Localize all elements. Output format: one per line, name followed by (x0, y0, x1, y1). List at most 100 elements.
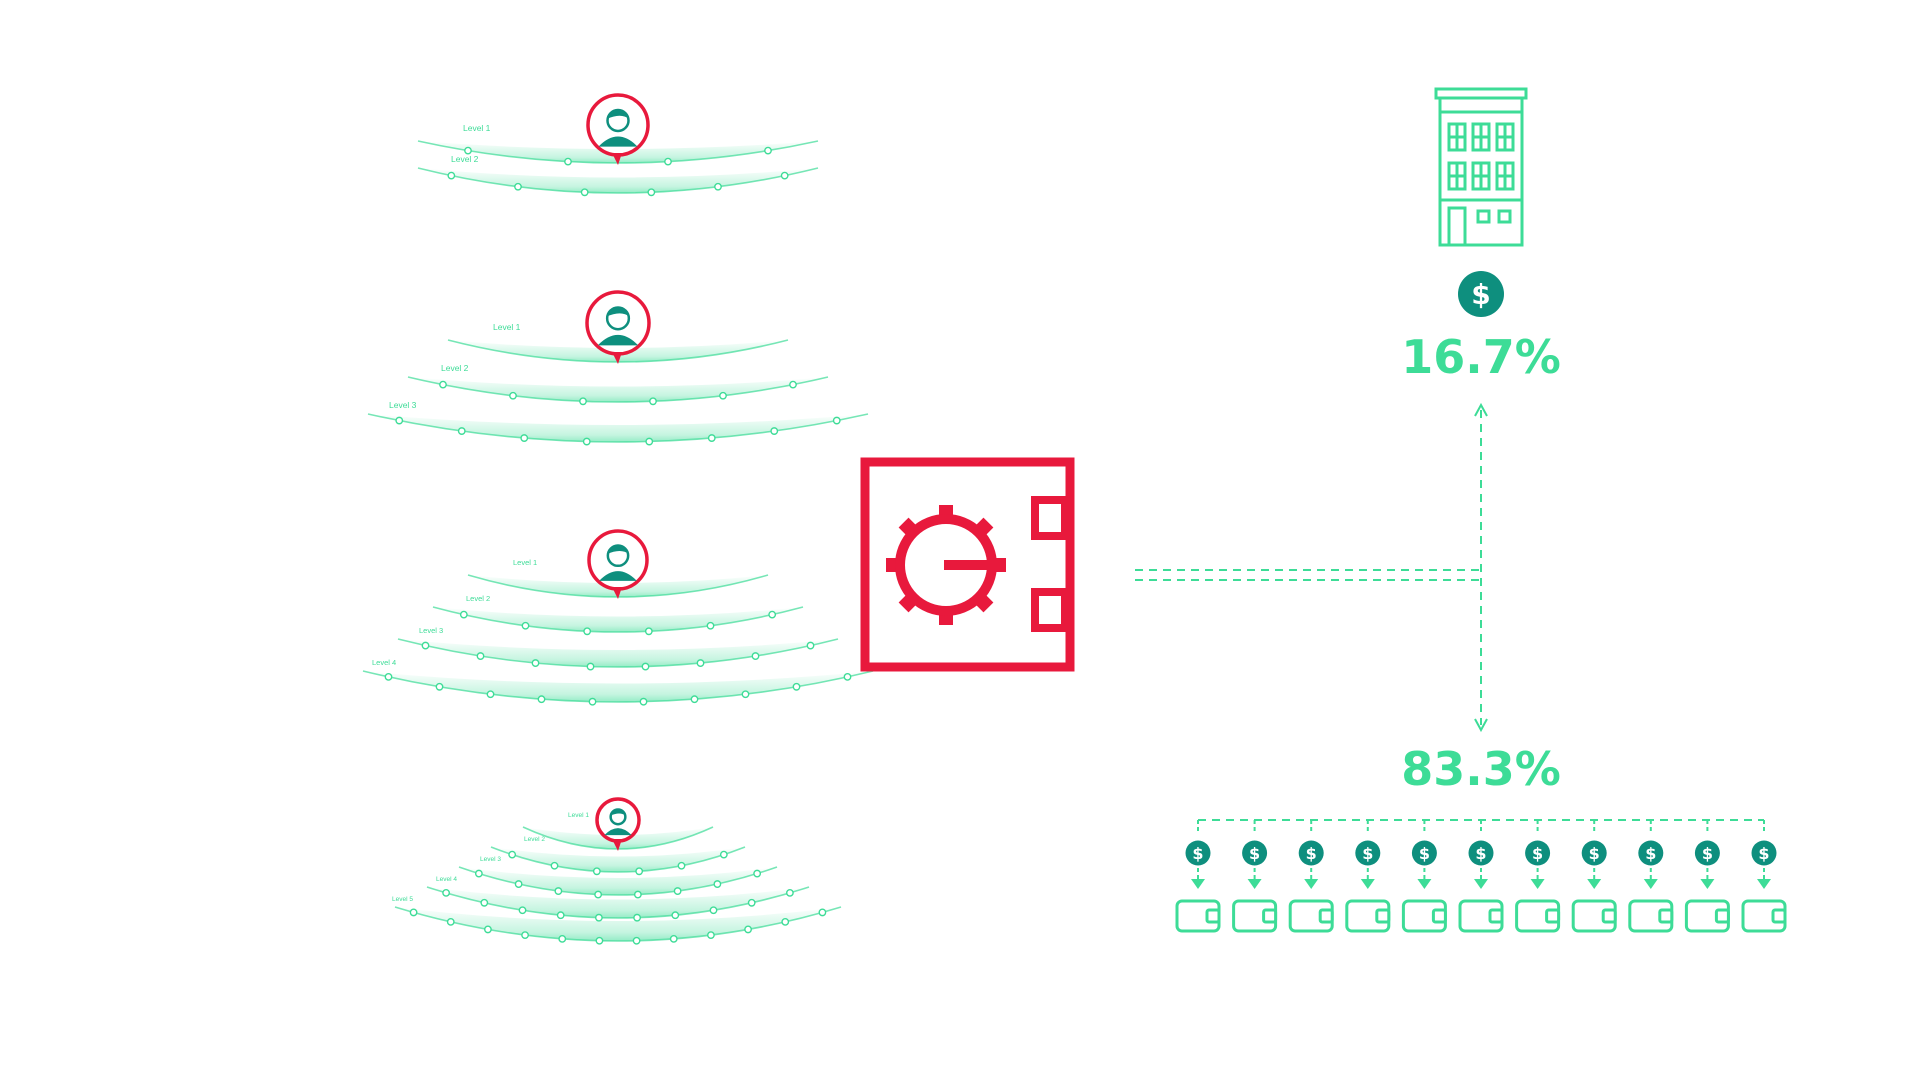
coin-symbol: $ (1306, 844, 1317, 863)
referral-node (673, 887, 682, 895)
referral-node (633, 913, 641, 922)
user-avatar-icon (595, 797, 641, 851)
referral-node (832, 416, 841, 425)
wallet-icon (1628, 899, 1674, 933)
referral-node (764, 146, 772, 155)
referral-node (753, 869, 762, 878)
user-payout: $ (1175, 820, 1221, 933)
referral-node (649, 397, 657, 406)
dollar-coin-icon: $ (1694, 840, 1720, 866)
safe-dial-icon (886, 505, 1006, 625)
coin-symbol: $ (1758, 844, 1769, 863)
referral-node (792, 682, 801, 691)
dollar-coin-icon: $ (1185, 840, 1211, 866)
referral-node (583, 627, 592, 636)
user-wallets-row: $$$$$$$$$$$ (1175, 820, 1787, 933)
user-avatar-icon (585, 290, 651, 364)
referral-node (582, 437, 591, 446)
dollar-coin-icon: $ (1468, 840, 1494, 866)
user-payout: $ (1232, 820, 1278, 933)
level-label: Level 5 (392, 896, 413, 903)
level-label: Level 3 (419, 626, 443, 635)
referral-node (537, 695, 546, 704)
referral-node (780, 171, 789, 180)
level-arc (362, 670, 874, 703)
referral-node (509, 391, 517, 400)
company-dollar-coin-icon: $ (1458, 271, 1504, 317)
wallet-icon (1401, 899, 1447, 933)
referral-node (588, 697, 597, 706)
level-label: Level 1 (568, 812, 589, 819)
user-payout: $ (1458, 820, 1504, 933)
coin-symbol: $ (1589, 844, 1600, 863)
referral-node (508, 850, 517, 859)
user-avatar-icon (586, 93, 650, 165)
wallet-icon (1288, 899, 1334, 933)
dollar-coin-icon: $ (1581, 840, 1607, 866)
level-arc (426, 886, 810, 919)
level-label: Level 2 (451, 154, 479, 164)
wallet-icon (1458, 899, 1504, 933)
referral-node (671, 911, 680, 920)
coin-symbol: $ (1475, 844, 1486, 863)
referral-node (664, 157, 672, 166)
level-label: Level 2 (441, 363, 469, 373)
level-label: Level 4 (436, 876, 457, 883)
referral-node (741, 690, 750, 699)
wallet-icon (1741, 899, 1787, 933)
level-arc (394, 906, 842, 942)
referral-node (564, 157, 572, 166)
referral-node (518, 906, 527, 915)
referral-node (550, 861, 559, 870)
level-label: Level 2 (524, 836, 545, 843)
coin-symbol: $ (1645, 844, 1656, 863)
referral-node (719, 391, 727, 400)
referral-node (521, 621, 530, 630)
referral-node (707, 931, 715, 939)
referral-node (556, 911, 565, 920)
users-share-percent: 83.3% (1401, 742, 1561, 796)
referral-node (595, 936, 604, 945)
referral-node (514, 182, 522, 191)
referral-node (633, 890, 642, 899)
referral-node (768, 610, 777, 619)
referral-node (520, 434, 529, 442)
referral-node (439, 380, 447, 389)
referral-node (719, 850, 728, 859)
coin-symbol: $ (1702, 844, 1713, 863)
user-payout: $ (1628, 820, 1674, 933)
level-label: Level 1 (493, 322, 521, 332)
company-share-percent: 16.7% (1401, 330, 1561, 384)
referral-node (709, 906, 718, 915)
referral-node (579, 397, 587, 406)
level-arc (458, 866, 778, 896)
level-arc (490, 846, 746, 873)
referral-node (580, 188, 589, 197)
dollar-coin-icon: $ (1411, 840, 1437, 866)
referral-node (558, 934, 567, 943)
referral-node (595, 913, 603, 922)
referral-node (480, 898, 489, 907)
referral-node (696, 659, 705, 667)
level-arc (417, 167, 819, 194)
referral-node (645, 437, 654, 446)
dollar-coin-icon: $ (1355, 840, 1381, 866)
referral-node (641, 662, 650, 671)
referral-node (435, 682, 444, 691)
dollar-coin-icon: $ (1751, 840, 1777, 866)
referral-node (714, 182, 722, 191)
referral-node (514, 880, 523, 888)
referral-node (786, 888, 794, 897)
referral-node (447, 171, 456, 180)
referral-node (395, 416, 404, 425)
referral-node (464, 146, 472, 155)
referral-node (806, 641, 815, 650)
referral-node (594, 890, 603, 899)
referral-node (586, 662, 595, 671)
wallet-icon (1684, 899, 1730, 933)
